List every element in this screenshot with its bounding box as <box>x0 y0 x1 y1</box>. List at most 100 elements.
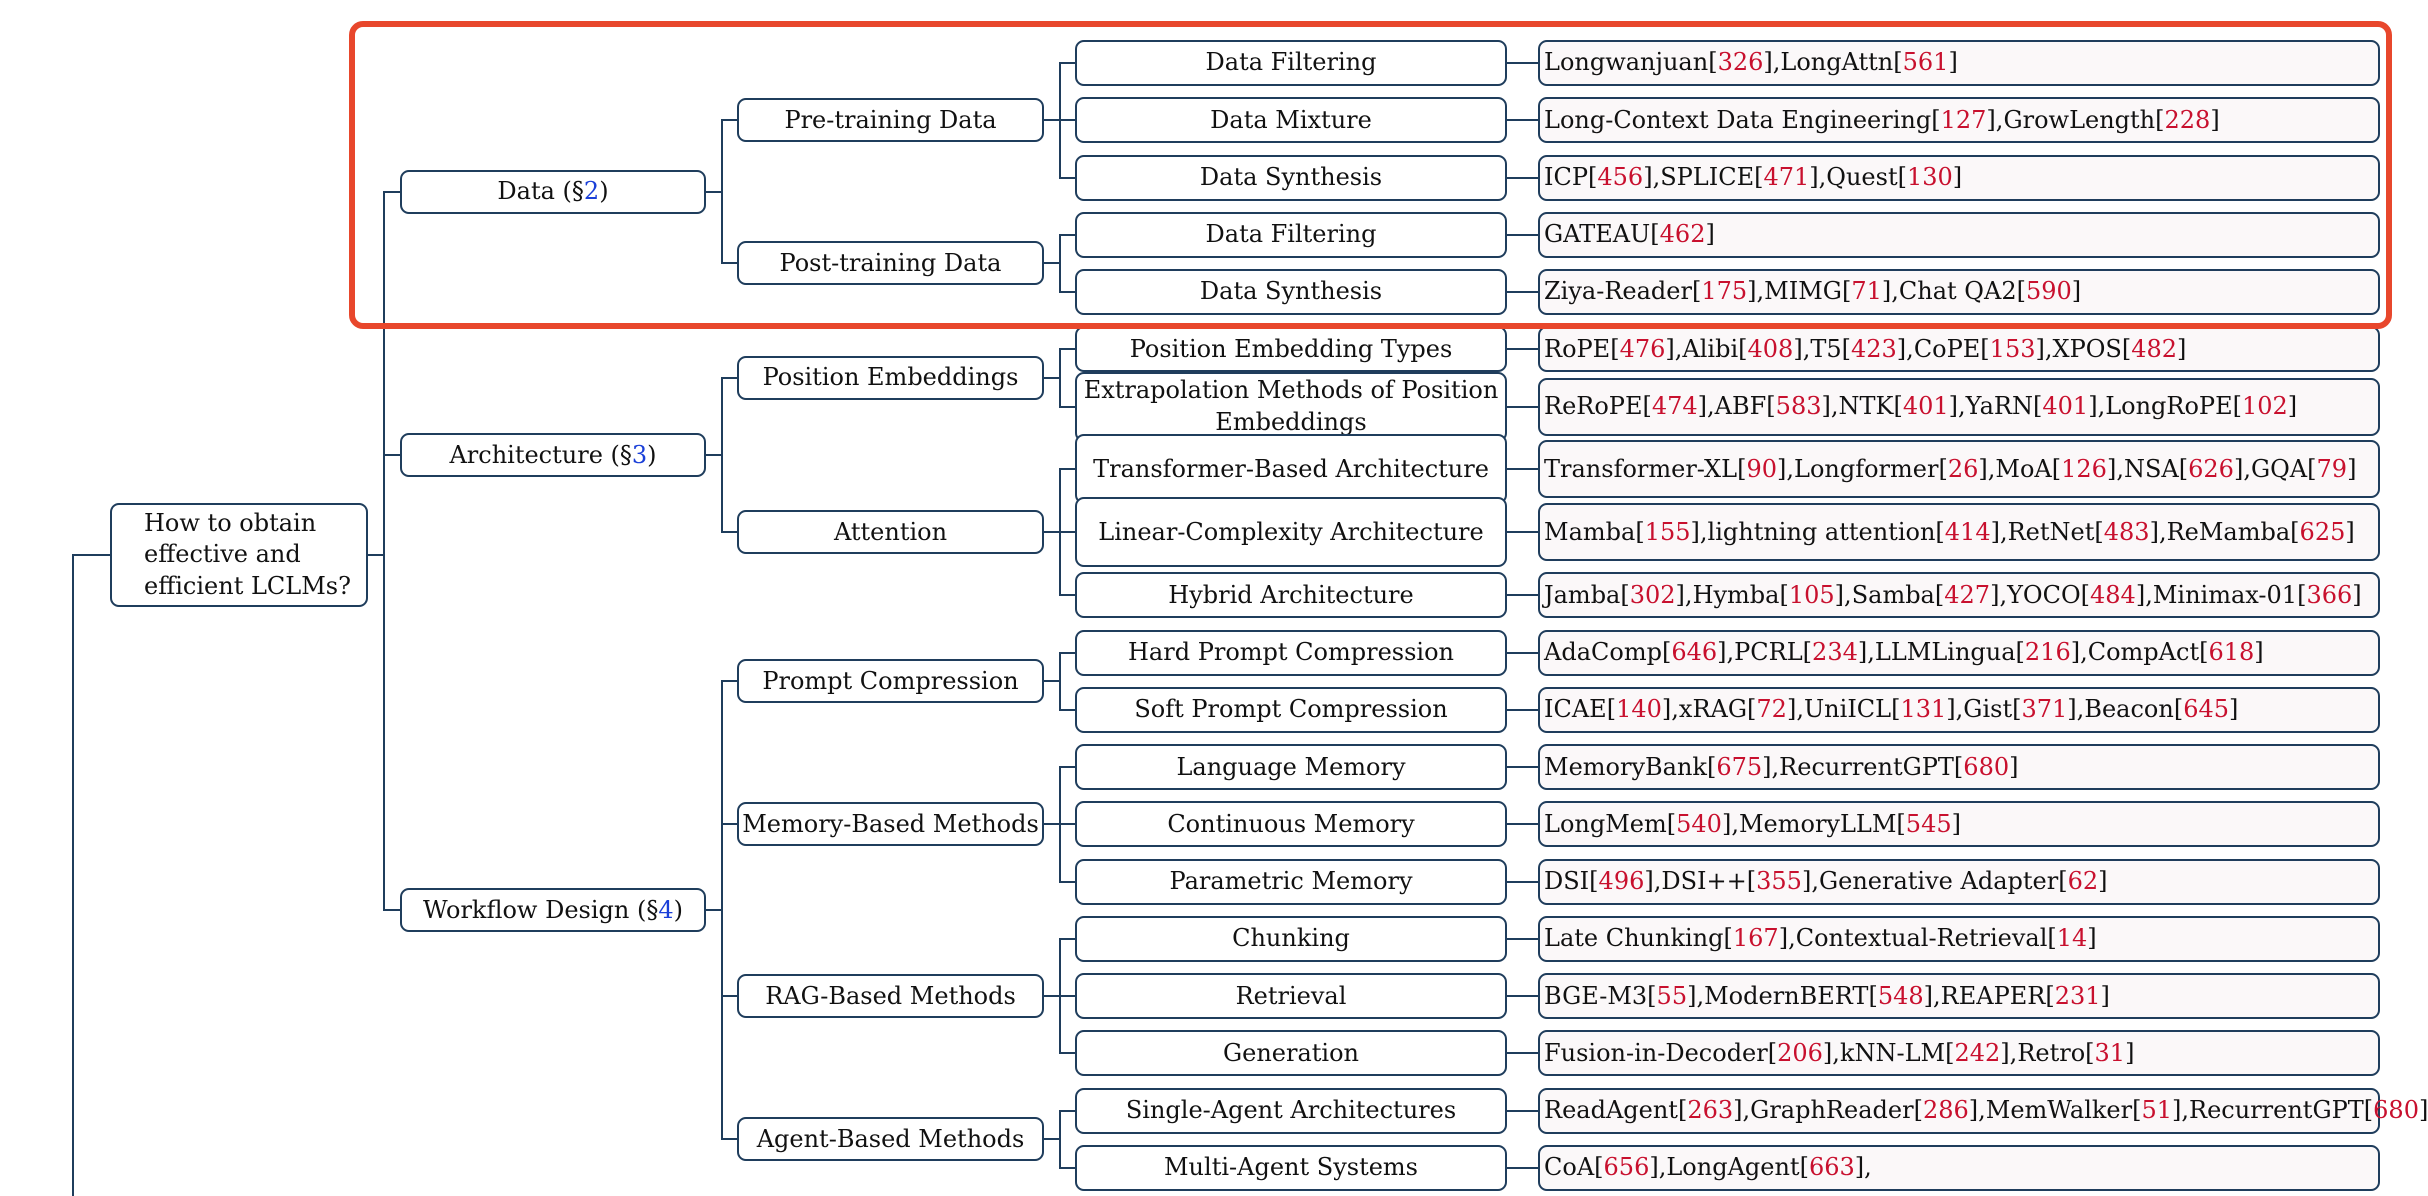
reference-list: Longwanjuan [326], LongAttn [561] <box>1538 40 2380 86</box>
citation-number: 31 <box>2094 1038 2126 1067</box>
method-name: Mamba <box>1544 517 1636 546</box>
citation-number: 626 <box>2188 454 2234 483</box>
group-label: Pre-training Data <box>784 105 997 134</box>
citation-number: 561 <box>1902 48 1949 77</box>
section-ref: 3 <box>631 440 648 469</box>
method-name: RecurrentGPT <box>2189 1096 2364 1125</box>
connector-line <box>1507 1052 1538 1055</box>
connector-line <box>1044 1138 1060 1141</box>
connector-line <box>721 531 737 534</box>
citation-number: 646 <box>1671 638 1718 667</box>
group-label: Position Embeddings <box>762 363 1019 392</box>
connector-line <box>72 555 74 1196</box>
method-name: MoA <box>1995 454 2052 483</box>
citation-number: 155 <box>1644 517 1691 546</box>
method-name: Late Chunking <box>1544 924 1724 953</box>
subcategory-label: Data Synthesis <box>1199 162 1383 191</box>
connector-line <box>720 119 723 265</box>
citation-number: 471 <box>1763 162 1810 191</box>
method-name: GATEAU <box>1544 220 1651 249</box>
citation-number: 228 <box>2164 105 2211 134</box>
citation-number: 474 <box>1651 391 1698 420</box>
method-name: GraphReader <box>1750 1096 1914 1125</box>
subcategory-box: Data Mixture <box>1075 97 1507 144</box>
reference-list: Late Chunking [167], Contextual-Retrieva… <box>1538 915 2380 962</box>
method-name: GrowLength <box>2003 105 2156 134</box>
method-name: GQA <box>2250 454 2308 483</box>
reference-list: GATEAU [462] <box>1538 211 2380 258</box>
citation-number: 548 <box>1877 981 1924 1010</box>
method-name: MIMG <box>1764 277 1842 306</box>
subcategory-box: Position Embedding Types <box>1075 326 1507 373</box>
method-name: Transformer-XL <box>1544 454 1738 483</box>
subcategory-box: Data Synthesis <box>1075 269 1507 315</box>
connector-line <box>721 995 737 998</box>
connector-line <box>1044 823 1060 826</box>
subcategory-box: Transformer-Based Architecture <box>1075 434 1507 505</box>
method-name: BGE-M3 <box>1544 981 1648 1010</box>
method-name: LongAttn <box>1780 48 1894 77</box>
connector-line <box>1507 708 1538 711</box>
connector-line <box>1507 995 1538 998</box>
connector-line <box>1044 262 1060 265</box>
connector-line <box>1507 1166 1538 1169</box>
subcategory-box: Hybrid Architecture <box>1075 572 1507 619</box>
method-name: CoA <box>1544 1153 1595 1182</box>
reference-list: ICP [456], SPLICE [471], Quest [130] <box>1538 154 2380 201</box>
method-name: YOCO <box>2007 580 2081 609</box>
reference-list: DSI [496], DSI++ [355], Generative Adapt… <box>1538 858 2380 905</box>
citation-number: 496 <box>1598 867 1645 896</box>
connector-line <box>1059 766 1075 769</box>
citation-number: 583 <box>1775 391 1822 420</box>
connector-line <box>72 554 110 556</box>
subcategory-label: Soft Prompt Compression <box>1134 695 1448 724</box>
subcategory-label: Data Filtering <box>1205 48 1377 77</box>
citation-number: 153 <box>1989 334 2036 363</box>
method-name: CoPE <box>1913 334 1981 363</box>
method-name: NSA <box>2123 454 2179 483</box>
connector-line <box>1059 468 1075 471</box>
highlight-frame <box>349 21 2392 329</box>
method-name: Chat QA2 <box>1898 277 2017 306</box>
connector-line <box>1507 766 1538 769</box>
citation-number: 105 <box>1788 580 1835 609</box>
citation-number: 590 <box>2025 277 2072 306</box>
reference-list: Fusion-in-Decoder [206], kNN-LM [242], R… <box>1538 1030 2380 1077</box>
connector-line <box>1058 233 1061 293</box>
group-box: Memory-Based Methods <box>737 802 1044 847</box>
method-name: Beacon <box>2084 695 2174 724</box>
connector-line <box>721 1138 737 1141</box>
trailing-text: , <box>1864 1153 1872 1182</box>
reference-list: CoA [656], LongAgent [663], <box>1538 1144 2380 1191</box>
method-name: Quest <box>1826 162 1898 191</box>
section-ref: 4 <box>658 895 674 924</box>
connector-line <box>1507 176 1538 179</box>
method-name: Generative Adapter <box>1818 867 2059 896</box>
citation-number: 401 <box>2042 391 2089 420</box>
connector-line <box>1507 594 1538 597</box>
method-name: CompAct <box>2087 638 2200 667</box>
connector-line <box>706 454 722 457</box>
citation-number: 625 <box>2299 517 2346 546</box>
citation-number: 127 <box>1940 105 1987 134</box>
citation-number: 680 <box>2373 1096 2419 1125</box>
connector-line <box>1507 823 1538 826</box>
subcategory-box: Data Synthesis <box>1075 154 1507 201</box>
subcategory-box: Single-Agent Architectures <box>1075 1087 1507 1134</box>
connector-line <box>1059 880 1075 883</box>
citation-number: 14 <box>2056 924 2088 953</box>
method-name: ICAE <box>1544 695 1607 724</box>
citation-number: 656 <box>1603 1153 1650 1182</box>
connector-line <box>1059 1109 1075 1112</box>
subcategory-label: Position Embedding Types <box>1129 334 1453 363</box>
citation-number: 680 <box>1963 752 2010 781</box>
connector-line <box>1058 1109 1061 1169</box>
reference-list: RoPE [476], Alibi [408], T5 [423], CoPE … <box>1538 326 2380 373</box>
root-box: How to obtain effective and efficient LC… <box>110 503 368 607</box>
reference-list: BGE-M3 [55], ModernBERT [548], REAPER [2… <box>1538 973 2380 1020</box>
citation-number: 483 <box>2103 517 2150 546</box>
method-name: RecurrentGPT <box>1779 752 1954 781</box>
subcategory-label: Single-Agent Architectures <box>1125 1096 1457 1125</box>
method-name: MemoryLLM <box>1738 809 1897 838</box>
method-name: LongRoPE <box>2105 391 2233 420</box>
